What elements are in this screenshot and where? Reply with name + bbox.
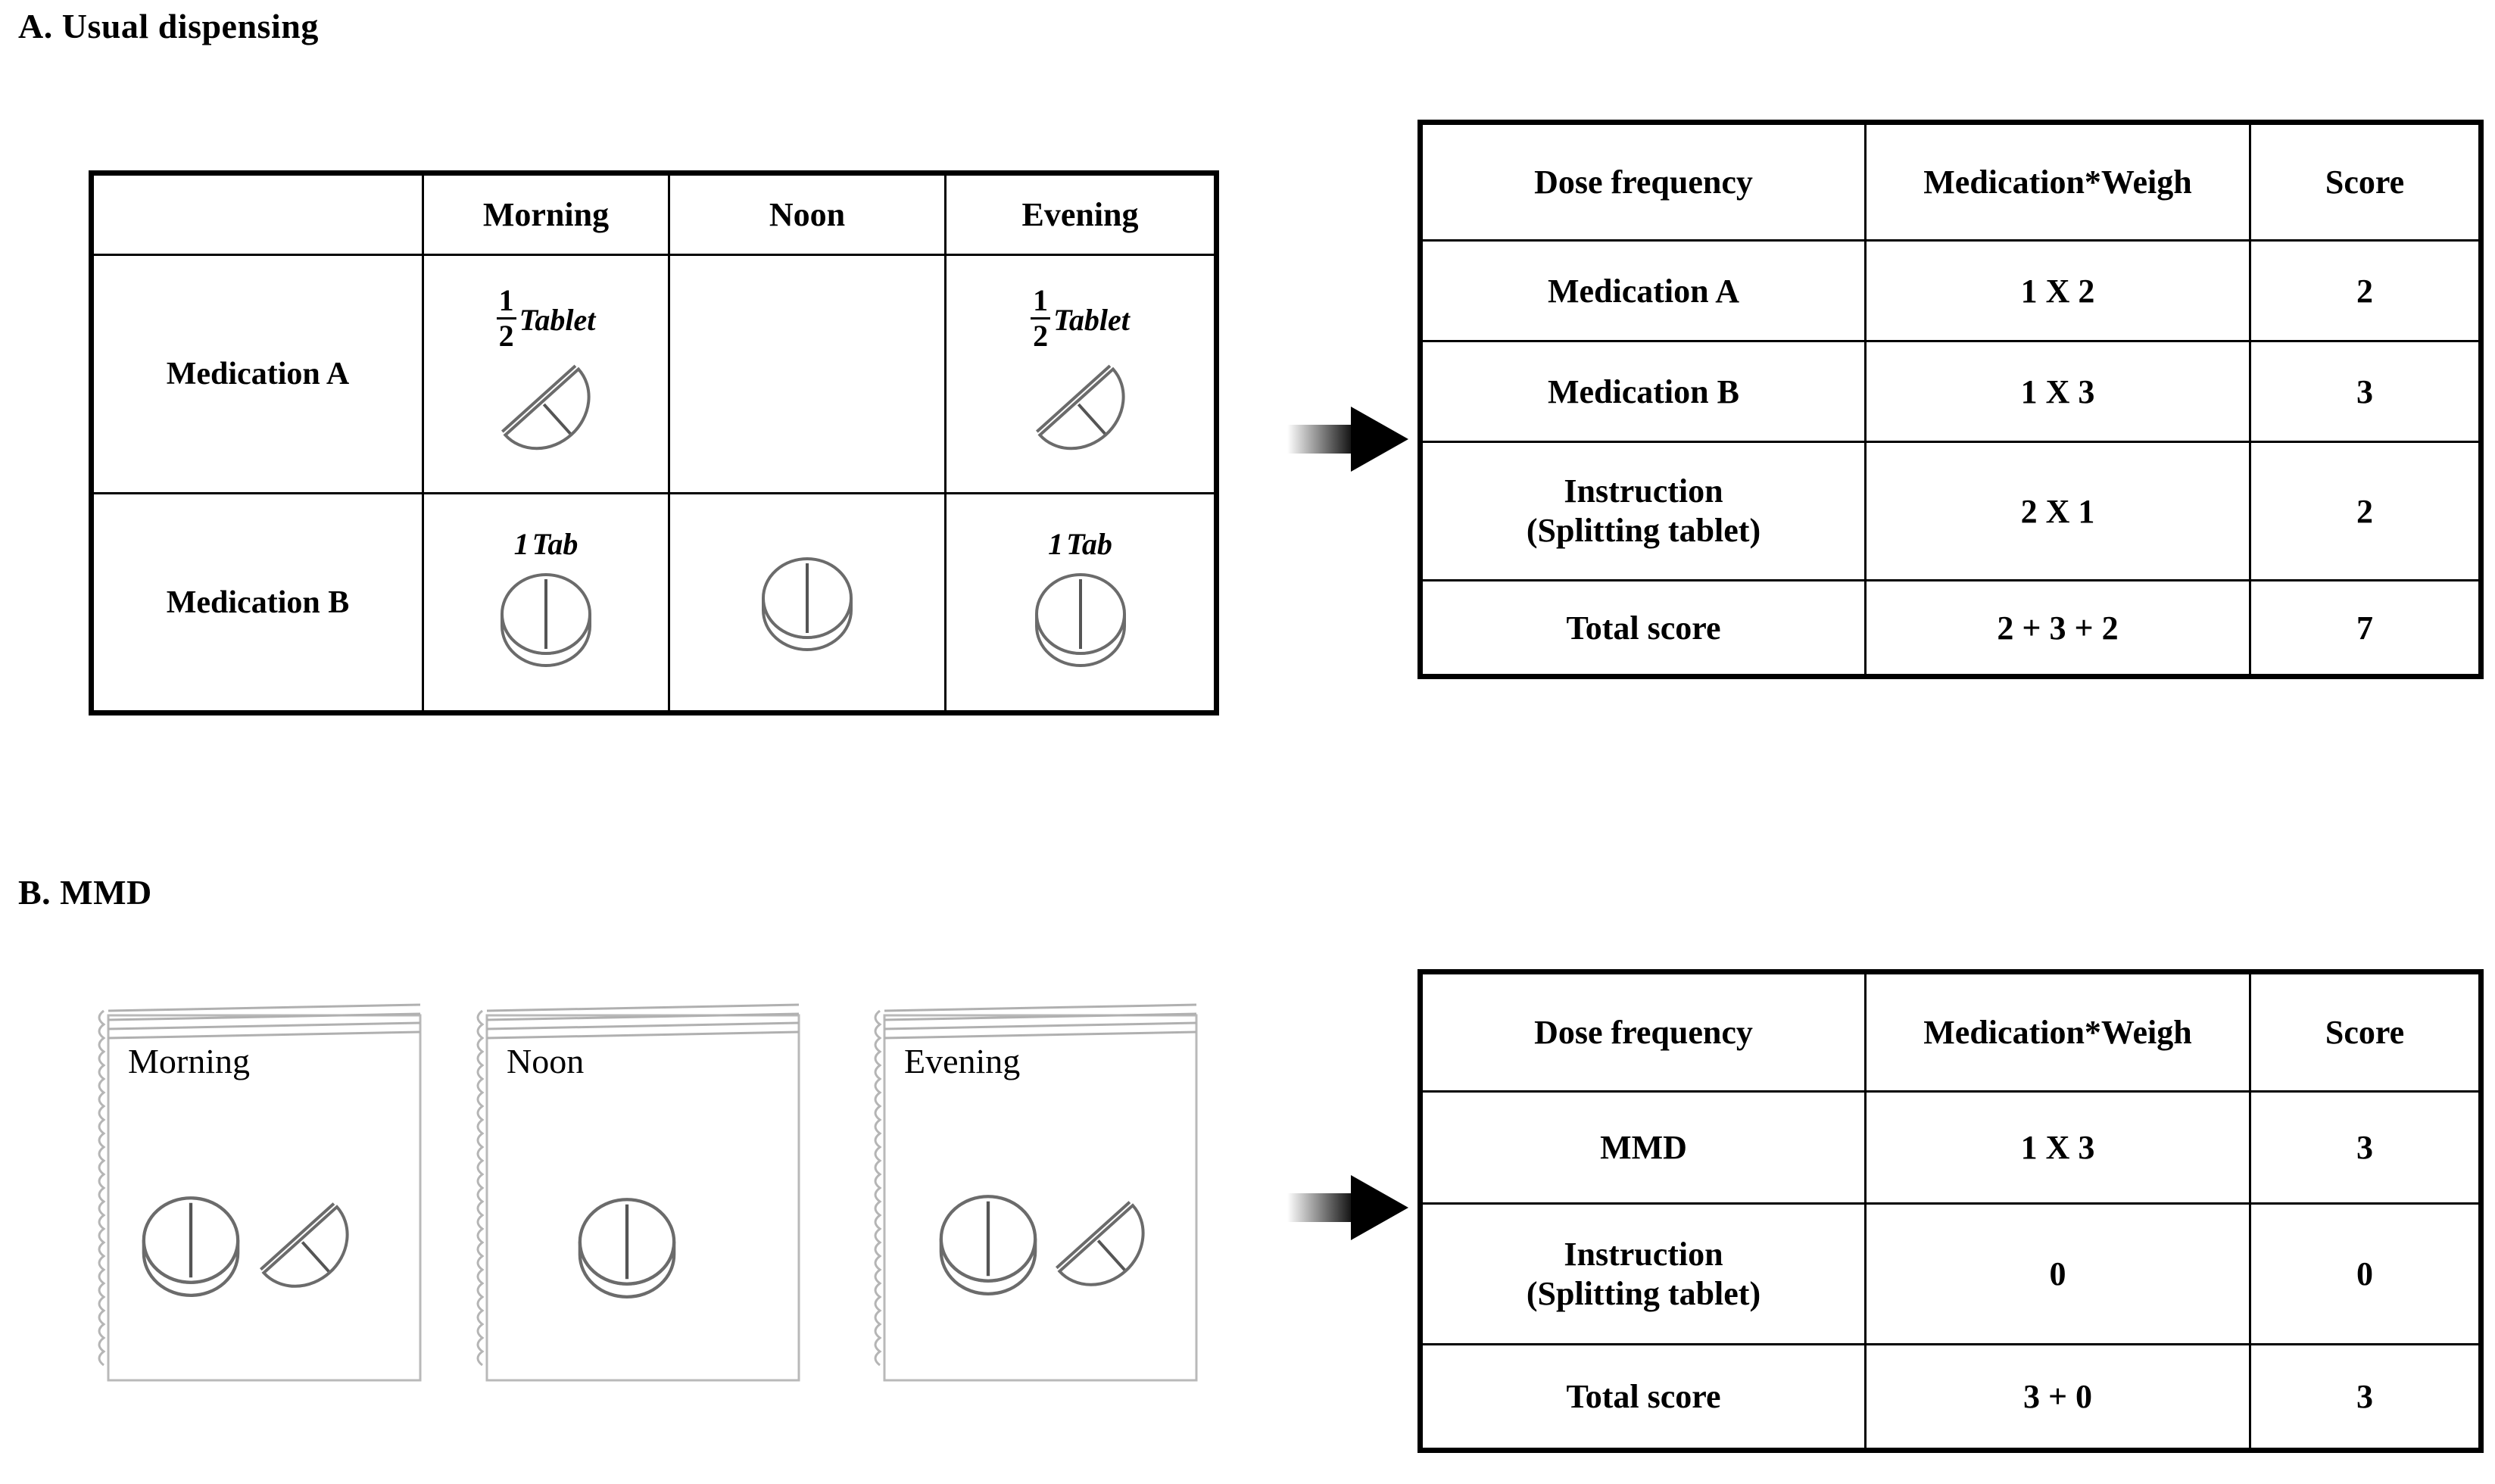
half-tablet-icon — [1024, 354, 1137, 460]
table-row: Instruction (Splitting tablet) 0 0 — [1417, 1202, 2484, 1345]
schedule-cell-medB-evening: 1 Tab — [944, 492, 1219, 716]
score-row-score: 3 — [2249, 1090, 2484, 1205]
table-row: Instruction (Splitting tablet) 2 X 1 2 — [1417, 441, 2484, 581]
fraction-one-half: 1 2 — [496, 285, 516, 351]
dose-amount-label: 1 Tab — [1048, 529, 1112, 560]
half-tablet-icon — [489, 354, 603, 460]
bag-label: Morning — [128, 1042, 250, 1080]
dose-unit: Tab — [1066, 527, 1112, 561]
zip-bag-icon — [98, 1003, 422, 1382]
schedule-row-label-medication-a: Medication A — [89, 254, 424, 494]
score-row-calc: 0 — [1864, 1202, 2251, 1345]
medication-bag-evening: Evening — [863, 994, 1208, 1388]
schedule-corner-cell — [89, 170, 424, 256]
table-row: MMD 1 X 3 3 — [1417, 1090, 2484, 1205]
medication-bag-noon: Noon — [466, 994, 810, 1388]
score-row-calc: 1 X 3 — [1864, 340, 2251, 443]
bag-label: Evening — [904, 1042, 1021, 1080]
table-row: Total score 3 + 0 3 — [1417, 1343, 2484, 1453]
table-row: Medication A 1 2 Tablet — [89, 254, 1219, 494]
dose-unit: Tablet — [1053, 302, 1130, 337]
table-row: Medication B 1 Tab — [89, 492, 1219, 716]
table-row: Morning Noon Evening — [89, 170, 1219, 256]
score-row-calc-total: 3 + 0 — [1864, 1343, 2251, 1453]
score-header-score: Score — [2249, 969, 2484, 1093]
score-row-label-line2: (Splitting tablet) — [1526, 1274, 1761, 1312]
score-header-dose-frequency: Dose frequency — [1417, 969, 1867, 1093]
schedule-cell-medB-morning: 1 Tab — [422, 492, 670, 716]
table-row: Medication A 1 X 2 2 — [1417, 239, 2484, 342]
schedule-col-noon: Noon — [668, 170, 947, 256]
panel-b-title: B. MMD — [18, 873, 152, 912]
whole-tablet-icon — [1028, 561, 1134, 675]
score-row-label-line1: Instruction — [1564, 1235, 1723, 1273]
score-row-label: MMD — [1417, 1090, 1867, 1205]
schedule-col-evening: Evening — [944, 170, 1219, 256]
score-row-score: 2 — [2249, 441, 2484, 581]
score-row-score: 2 — [2249, 239, 2484, 342]
score-row-calc: 1 X 3 — [1864, 1090, 2251, 1205]
score-table-b: Dose frequency Medication*Weigh Score MM… — [1417, 969, 2484, 1453]
schedule-cell-medA-noon — [668, 254, 947, 494]
table-row: Medication B 1 X 3 3 — [1417, 340, 2484, 443]
score-row-calc: 1 X 2 — [1864, 239, 2251, 342]
score-row-label: Medication B — [1417, 340, 1867, 443]
score-row-label-line2: (Splitting tablet) — [1526, 512, 1761, 549]
schedule-cell-medA-morning: 1 2 Tablet — [422, 254, 670, 494]
dose-amount-label: 1 2 Tablet — [496, 285, 596, 352]
score-table-a: Dose frequency Medication*Weigh Score Me… — [1417, 120, 2484, 679]
score-row-calc-total: 2 + 3 + 2 — [1864, 579, 2251, 679]
whole-tablet-icon — [754, 545, 860, 659]
zip-bag-icon — [874, 1003, 1198, 1382]
score-row-label-total: Total score — [1417, 1343, 1867, 1453]
score-row-label-total: Total score — [1417, 579, 1867, 679]
dose-unit: Tablet — [519, 302, 596, 337]
schedule-cell-medB-noon — [668, 492, 947, 716]
score-row-calc: 2 X 1 — [1864, 441, 2251, 581]
score-row-label: Medication A — [1417, 239, 1867, 342]
table-row: Dose frequency Medication*Weigh Score — [1417, 969, 2484, 1093]
table-row: Total score 2 + 3 + 2 7 — [1417, 579, 2484, 679]
score-row-label-line1: Instruction — [1564, 472, 1723, 510]
score-header-dose-frequency: Dose frequency — [1417, 120, 1867, 242]
score-row-score-total: 7 — [2249, 579, 2484, 679]
score-header-medication-weight: Medication*Weigh — [1864, 969, 2251, 1093]
arrow-right-icon — [1287, 1166, 1416, 1253]
dosing-schedule-table: Morning Noon Evening Medication A 1 2 Ta… — [89, 170, 1219, 716]
score-row-score-total: 3 — [2249, 1343, 2484, 1453]
table-row: Dose frequency Medication*Weigh Score — [1417, 120, 2484, 242]
fraction-one-half: 1 2 — [1031, 285, 1051, 351]
dose-amount-label: 1 Tab — [514, 529, 579, 560]
score-header-score: Score — [2249, 120, 2484, 242]
score-header-medication-weight: Medication*Weigh — [1864, 120, 2251, 242]
panel-a-title: A. Usual dispensing — [18, 7, 319, 45]
schedule-row-label-medication-b: Medication B — [89, 492, 424, 716]
dose-count: 1 — [1048, 527, 1064, 561]
score-row-score: 0 — [2249, 1202, 2484, 1345]
score-row-score: 3 — [2249, 340, 2484, 443]
whole-tablet-icon — [493, 561, 599, 675]
schedule-cell-medA-evening: 1 2 Tablet — [944, 254, 1219, 494]
dose-count: 1 — [513, 527, 529, 561]
medication-bag-morning: Morning — [87, 994, 432, 1388]
score-row-label-instruction: Instruction (Splitting tablet) — [1417, 1202, 1867, 1345]
bag-label: Noon — [507, 1042, 585, 1080]
dose-unit: Tab — [532, 527, 579, 561]
score-row-label-instruction: Instruction (Splitting tablet) — [1417, 441, 1867, 581]
dose-amount-label: 1 2 Tablet — [1031, 285, 1130, 352]
zip-bag-icon — [476, 1003, 800, 1382]
schedule-col-morning: Morning — [422, 170, 670, 256]
arrow-right-icon — [1287, 398, 1416, 485]
